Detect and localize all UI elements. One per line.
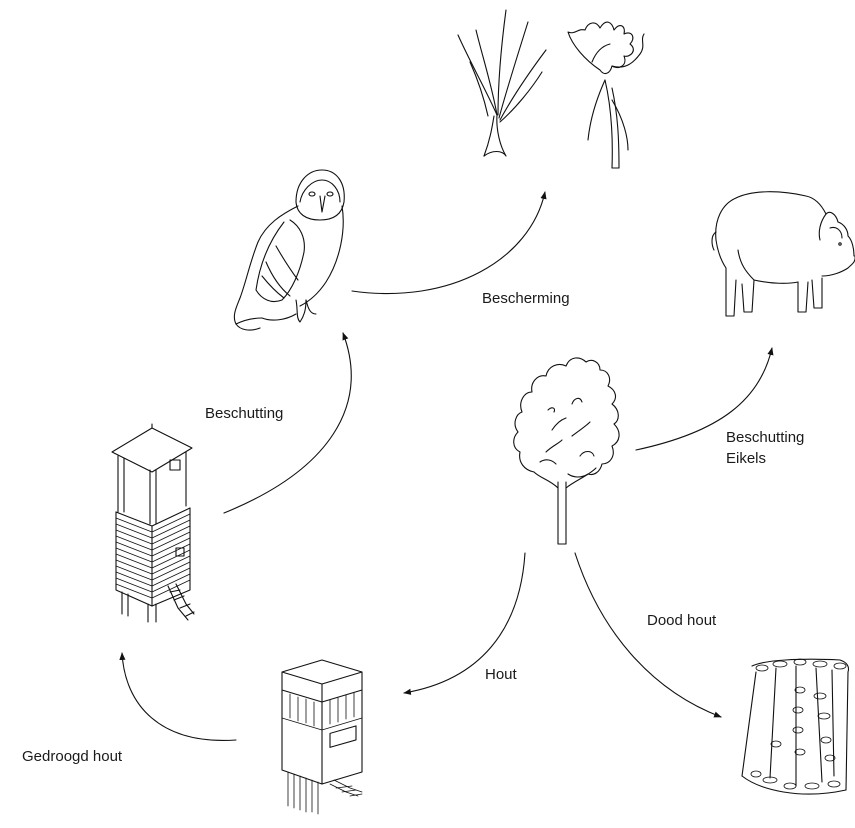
label-dood-hout: Dood hout [647, 612, 717, 629]
label-beschutting-eikels: Beschutting Eikels [726, 427, 804, 469]
dead-wood-fungi-illustration [741, 658, 850, 795]
label-beschutting-eikels-line1: Beschutting [726, 429, 805, 446]
arrow-owl-to-plants [351, 191, 547, 295]
label-beschutting-eikels-line2: Eikels [726, 450, 767, 467]
arrow-tree-to-dead-wood [574, 552, 722, 718]
wooden-tower-illustration [281, 659, 363, 815]
arrow-tree-to-wooden-tower [403, 552, 526, 695]
barn-owl-illustration [233, 169, 345, 331]
arrow-tower-to-owl [223, 332, 352, 514]
pig-illustration [711, 191, 855, 317]
arrow-tree-to-pig [635, 347, 774, 451]
label-hout: Hout [485, 666, 517, 683]
oak-tree-illustration [513, 357, 620, 545]
label-bescherming: Bescherming [482, 290, 570, 307]
owl-tower-illustration [111, 423, 195, 623]
plants-illustration [457, 9, 645, 169]
arrow-wooden-tower-to-owl-tower [119, 652, 237, 741]
label-beschutting: Beschutting [205, 405, 284, 422]
arrows [119, 191, 774, 741]
label-gedroogd-hout: Gedroogd hout [22, 748, 123, 765]
